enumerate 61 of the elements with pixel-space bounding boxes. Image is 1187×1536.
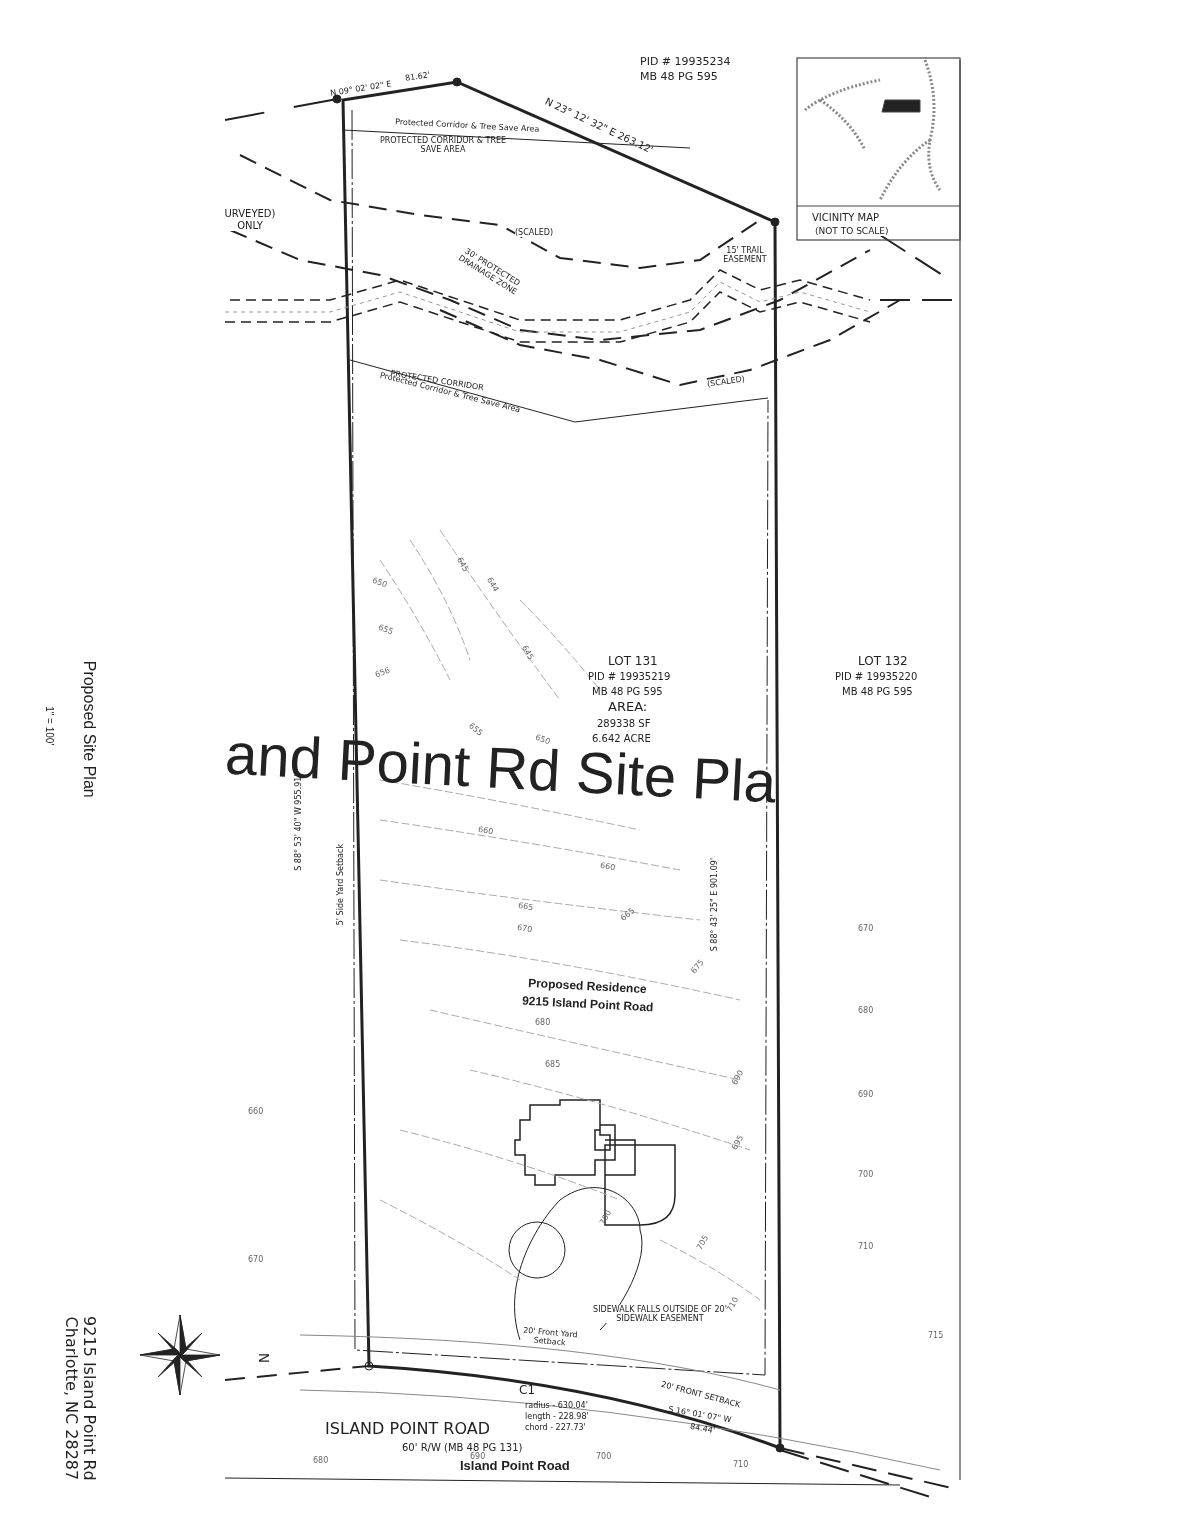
bearing-label: N 09° 02' 02" E bbox=[329, 79, 392, 98]
contour-label: 690 bbox=[858, 1090, 874, 1100]
contour-label: 700 bbox=[858, 1170, 874, 1180]
contour-label: 665 bbox=[517, 900, 534, 913]
scale-note: (NOT TO SCALE) bbox=[815, 226, 889, 237]
building-label: Proposed Residence bbox=[527, 976, 647, 997]
contour-label: 660 bbox=[477, 824, 494, 837]
contour-label: 650 bbox=[370, 575, 389, 590]
easement-label: 15' TRAIL EASEMENT bbox=[722, 246, 768, 265]
contour-label: 690 bbox=[470, 1452, 486, 1461]
scale-note: (SCALED) bbox=[515, 228, 554, 238]
road-name: ISLAND POINT ROAD bbox=[325, 1420, 490, 1439]
area-value: 289338 SF bbox=[597, 718, 651, 730]
setback-label: 20' Front Yard Setback bbox=[521, 1325, 579, 1350]
lot-label: LOT 131 bbox=[608, 655, 658, 669]
north-label: N bbox=[256, 1352, 273, 1364]
curve-data: length - 228.98' bbox=[525, 1412, 589, 1422]
contour-label: 650 bbox=[533, 732, 552, 747]
contour-label: 710 bbox=[858, 1242, 874, 1252]
contour-label: 656 bbox=[373, 665, 392, 680]
setback-label: 5' Side Yard Setback bbox=[336, 843, 346, 926]
contour-label: 715 bbox=[928, 1331, 944, 1341]
contour-label: 680 bbox=[313, 1456, 329, 1466]
contour-label: 660 bbox=[599, 860, 616, 873]
curve-data: radius - 630.04' bbox=[525, 1401, 588, 1411]
area-label: PROTECTED CORRIDOR & TREE SAVE AREA bbox=[378, 136, 508, 155]
contour-label: 655 bbox=[466, 721, 485, 738]
right-of-way-label: 60' R/W (MB 48 PG 131) bbox=[402, 1442, 523, 1453]
contour-label: 655 bbox=[376, 622, 395, 637]
bearing-label: S 88° 43' 25" E 901.09' bbox=[710, 857, 720, 952]
contour-label: 660 bbox=[248, 1107, 264, 1117]
distance-label: 81.62' bbox=[404, 70, 431, 83]
area-heading: AREA: bbox=[608, 700, 648, 715]
contour-label: 685 bbox=[545, 1060, 561, 1070]
distance-label: 84.44' bbox=[689, 1421, 716, 1436]
lot-label: LOT 132 bbox=[858, 655, 908, 669]
map-title: VICINITY MAP bbox=[812, 212, 880, 224]
parcel-id: PID # 19935220 bbox=[835, 671, 918, 683]
contour-label: 680 bbox=[535, 1018, 551, 1028]
contour-label: 710 bbox=[733, 1460, 749, 1470]
area-value: 6.642 ACRE bbox=[592, 733, 651, 745]
parcel-id: PID # 19935234 bbox=[640, 56, 731, 69]
address-label: 9215 Island Point Road bbox=[521, 994, 654, 1016]
parcel-id: PID # 19935219 bbox=[588, 671, 671, 683]
curve-label: C1 bbox=[519, 1384, 535, 1398]
scale-note: (SCALED) bbox=[706, 374, 746, 389]
contour-label: 670 bbox=[516, 922, 533, 935]
curve-data: chord - 227.73' bbox=[525, 1423, 586, 1433]
plat-reference: MB 48 PG 595 bbox=[592, 686, 663, 698]
contour-label: 700 bbox=[596, 1452, 612, 1462]
contour-label: 665 bbox=[618, 906, 637, 923]
area-label: Protected Corridor & Tree Save Area bbox=[394, 117, 540, 134]
contour-label: 680 bbox=[858, 1006, 874, 1016]
road-name: Island Point Road bbox=[460, 1459, 570, 1474]
plan-title: Proposed Site Plan bbox=[79, 660, 98, 798]
address-label: 9215 Island Point Rd Charlotte, NC 28287 bbox=[61, 1315, 99, 1483]
contour-label: 670 bbox=[858, 924, 874, 934]
plat-reference: MB 48 PG 595 bbox=[842, 686, 913, 698]
plat-reference: MB 48 PG 595 bbox=[640, 71, 718, 84]
contour-label: 670 bbox=[248, 1255, 264, 1265]
scale-label: 1" = 100' bbox=[43, 706, 56, 746]
